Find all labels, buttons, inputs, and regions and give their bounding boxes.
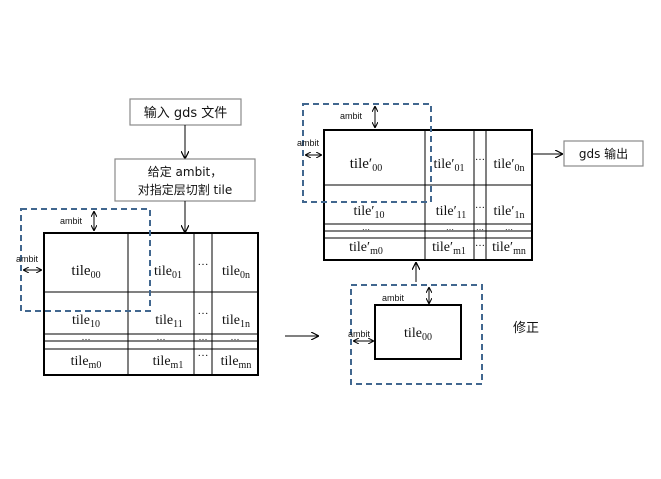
left-tile-00: tile00 (71, 263, 100, 281)
left-tile-0n: tile0n (222, 264, 250, 281)
left-ellipsis-r0: … (198, 256, 209, 268)
left-tile-11: tile11 (155, 313, 183, 330)
input-box (129, 98, 242, 126)
correct-ambit-side-label: ambit (348, 329, 371, 339)
right-tile-00: tile′00 (350, 156, 382, 174)
right-ellipsis-r2c3: … (505, 223, 513, 232)
right-ellipsis-r0: … (475, 152, 485, 163)
right-ellipsis-r3: … (475, 238, 485, 249)
left-ambit-side-label: ambit (16, 254, 39, 264)
left-ellipsis-r2c1: … (157, 332, 166, 342)
left-ellipsis-r1: … (198, 305, 209, 317)
input-label: 输入 gds 文件 (144, 105, 228, 121)
right-ambit-dashed-box (302, 103, 432, 203)
right-ambit-top-label: ambit (340, 111, 363, 121)
right-ellipsis-r2c0: … (362, 223, 370, 232)
right-tile-m1: tile′m1 (432, 240, 466, 257)
left-ellipsis-r2c3: … (231, 332, 240, 342)
single-tile-label: tile00 (404, 326, 432, 343)
step-box (114, 158, 256, 202)
left-ellipsis-r2c2: … (199, 332, 208, 342)
right-ellipsis-r2c1: … (446, 223, 454, 232)
right-tile-1n: tile′1n (494, 204, 525, 221)
left-tile-1n: tile1n (222, 313, 250, 330)
left-tile-mn: tilemn (221, 354, 252, 371)
step-label-line2: 对指定层切割 tile (138, 182, 233, 197)
left-tile-01: tile01 (154, 264, 182, 281)
left-tile-m0: tilem0 (71, 354, 102, 371)
right-tile-01: tile′01 (434, 157, 465, 174)
left-ellipsis-r2c0: … (82, 332, 91, 342)
output-label: gds 输出 (579, 146, 628, 161)
correct-ambit-top-label: ambit (382, 293, 405, 303)
right-ellipsis-r2c2: … (476, 223, 484, 232)
single-tile-box (374, 304, 462, 360)
right-tile-11: tile′11 (436, 204, 467, 221)
correct-label: 修正 (513, 321, 539, 336)
output-box (563, 140, 644, 167)
right-ellipsis-r1: … (475, 200, 485, 211)
left-ellipsis-r3: … (198, 347, 209, 359)
right-tile-0n: tile′0n (494, 157, 525, 174)
right-ambit-side-label: ambit (297, 138, 320, 148)
correct-ambit-dashed-box (350, 284, 483, 385)
left-ambit-top-label: ambit (60, 216, 83, 226)
right-tile-mn: tile′mn (492, 240, 526, 257)
left-ambit-dashed-box (20, 208, 151, 312)
left-tile-m1: tilem1 (153, 354, 184, 371)
left-tile-10: tile10 (72, 313, 100, 330)
step-label-line1: 给定 ambit， (148, 164, 223, 179)
right-tile-10: tile′10 (354, 204, 385, 221)
right-tile-grid (323, 129, 533, 261)
right-tile-m0: tile′m0 (349, 240, 383, 257)
